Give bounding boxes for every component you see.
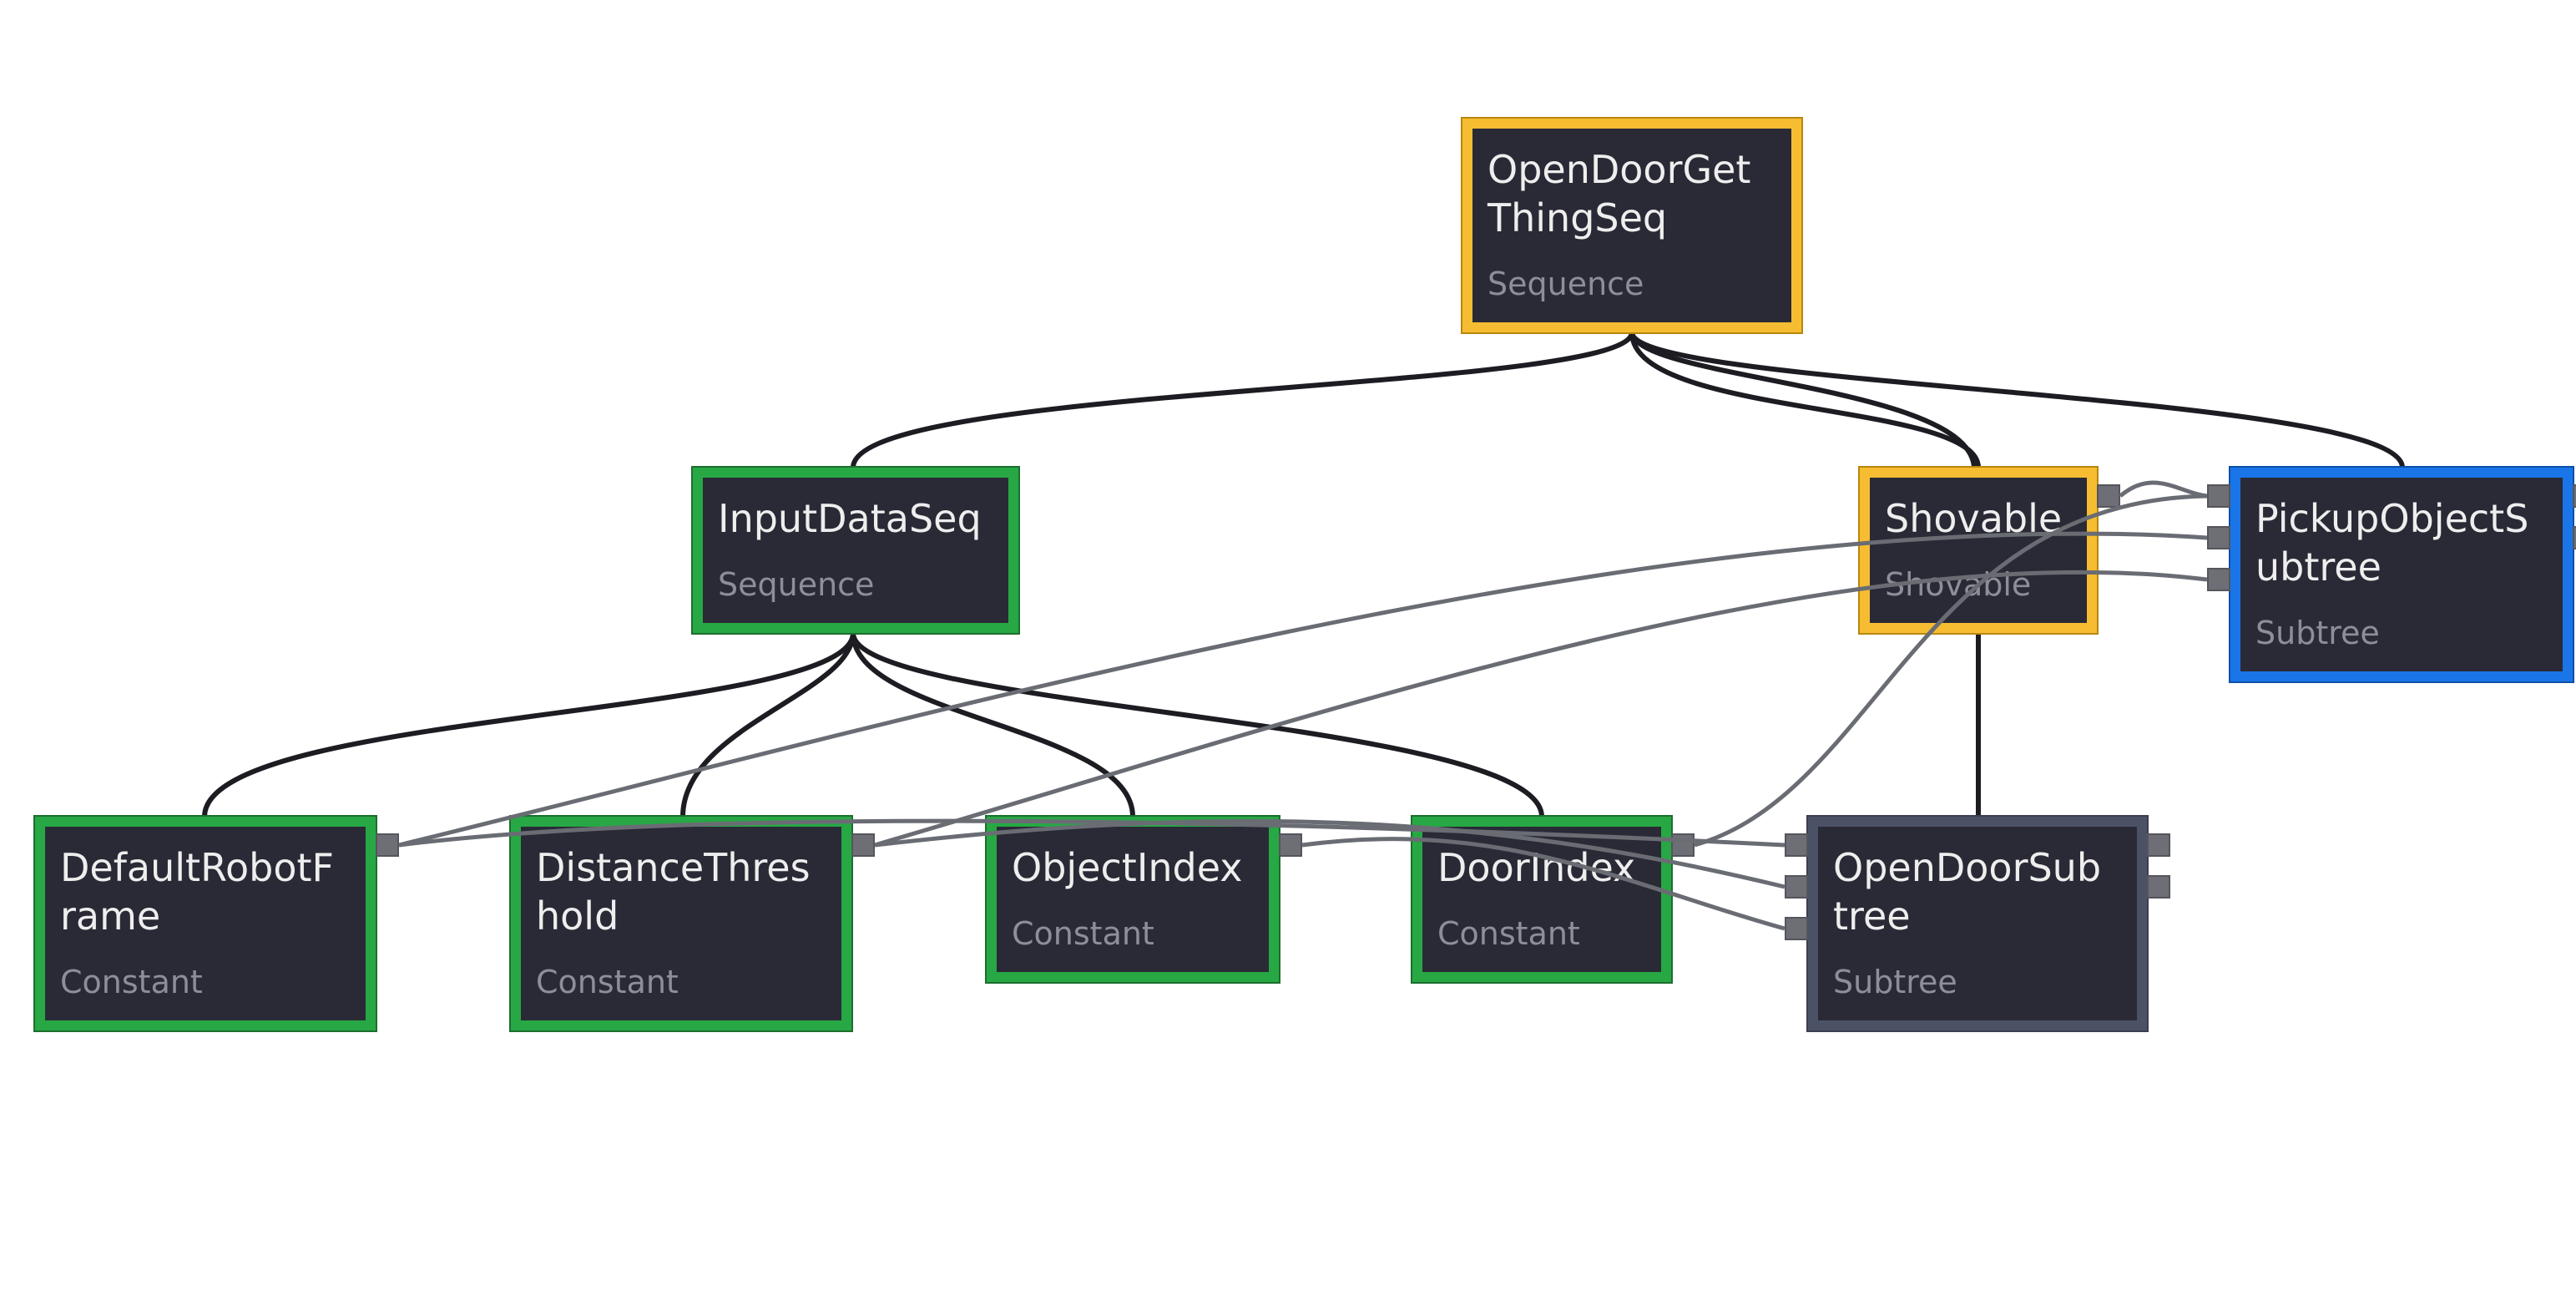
node-pickupobjectsubtree[interactable]: PickupObjectS ubtree Subtree: [2230, 468, 2573, 681]
node-type: Sequence: [718, 566, 875, 603]
node-type: Sequence: [1488, 266, 1644, 302]
node-inputdataseq[interactable]: InputDataSeq Sequence: [693, 468, 1018, 633]
edge-root-shovable: [1629, 332, 1981, 468]
node-type: Shovable: [1885, 566, 2032, 603]
node-type: Subtree: [2255, 615, 2380, 651]
input-port[interactable]: [1785, 833, 1808, 857]
edge-root-shovable-2: [1629, 332, 1977, 468]
output-port[interactable]: [1279, 833, 1302, 857]
node-defaultrobotframe[interactable]: DefaultRobotF rame Constant: [35, 817, 376, 1030]
edge-input-frame: [202, 632, 856, 818]
node-doorindex[interactable]: DoorIndex Constant: [1412, 817, 1671, 982]
node-opendoorsubtree[interactable]: OpenDoorSub tree Subtree: [1808, 817, 2147, 1030]
input-port[interactable]: [1785, 875, 1808, 899]
node-type: Constant: [1012, 915, 1154, 952]
edge-root-input: [851, 332, 1634, 468]
input-port[interactable]: [2207, 484, 2230, 508]
input-port[interactable]: [2207, 568, 2230, 591]
node-objectindex[interactable]: ObjectIndex Constant: [987, 817, 1279, 982]
node-type: Constant: [60, 964, 203, 1000]
node-type: Constant: [536, 964, 679, 1000]
node-title: OpenDoorSub tree: [1833, 845, 2102, 939]
node-distancethreshold[interactable]: DistanceThres hold Constant: [511, 817, 851, 1030]
edge-input-dooridx: [851, 632, 1544, 818]
input-port[interactable]: [1785, 917, 1808, 940]
output-port[interactable]: [2573, 484, 2576, 508]
output-port[interactable]: [2147, 833, 2170, 857]
node-shovable[interactable]: Shovable Shovable: [1860, 468, 2097, 633]
edge-root-pickup: [1629, 332, 2405, 468]
node-type: Constant: [1437, 915, 1580, 952]
output-port[interactable]: [1671, 833, 1695, 857]
node-title: Shovable: [1885, 496, 2063, 541]
output-port[interactable]: [376, 833, 399, 857]
node-type: Subtree: [1833, 964, 1957, 1000]
node-title: ObjectIndex: [1012, 845, 1243, 890]
node-opendoorgetthingseq[interactable]: OpenDoorGet ThingSeq Sequence: [1462, 119, 1801, 332]
input-port[interactable]: [2207, 526, 2230, 549]
output-port[interactable]: [2573, 526, 2576, 549]
output-port[interactable]: [851, 833, 875, 857]
edge-input-objidx: [851, 632, 1135, 818]
node-title: DefaultRobotF rame: [60, 845, 334, 939]
node-title: InputDataSeq: [718, 496, 982, 541]
output-port[interactable]: [2097, 484, 2120, 508]
node-title: OpenDoorGet ThingSeq: [1488, 147, 1751, 240]
output-port[interactable]: [2147, 875, 2170, 899]
node-title: PickupObjectS ubtree: [2255, 496, 2529, 590]
node-title: DoorIndex: [1437, 845, 1636, 890]
node-title: DistanceThres hold: [536, 845, 811, 939]
